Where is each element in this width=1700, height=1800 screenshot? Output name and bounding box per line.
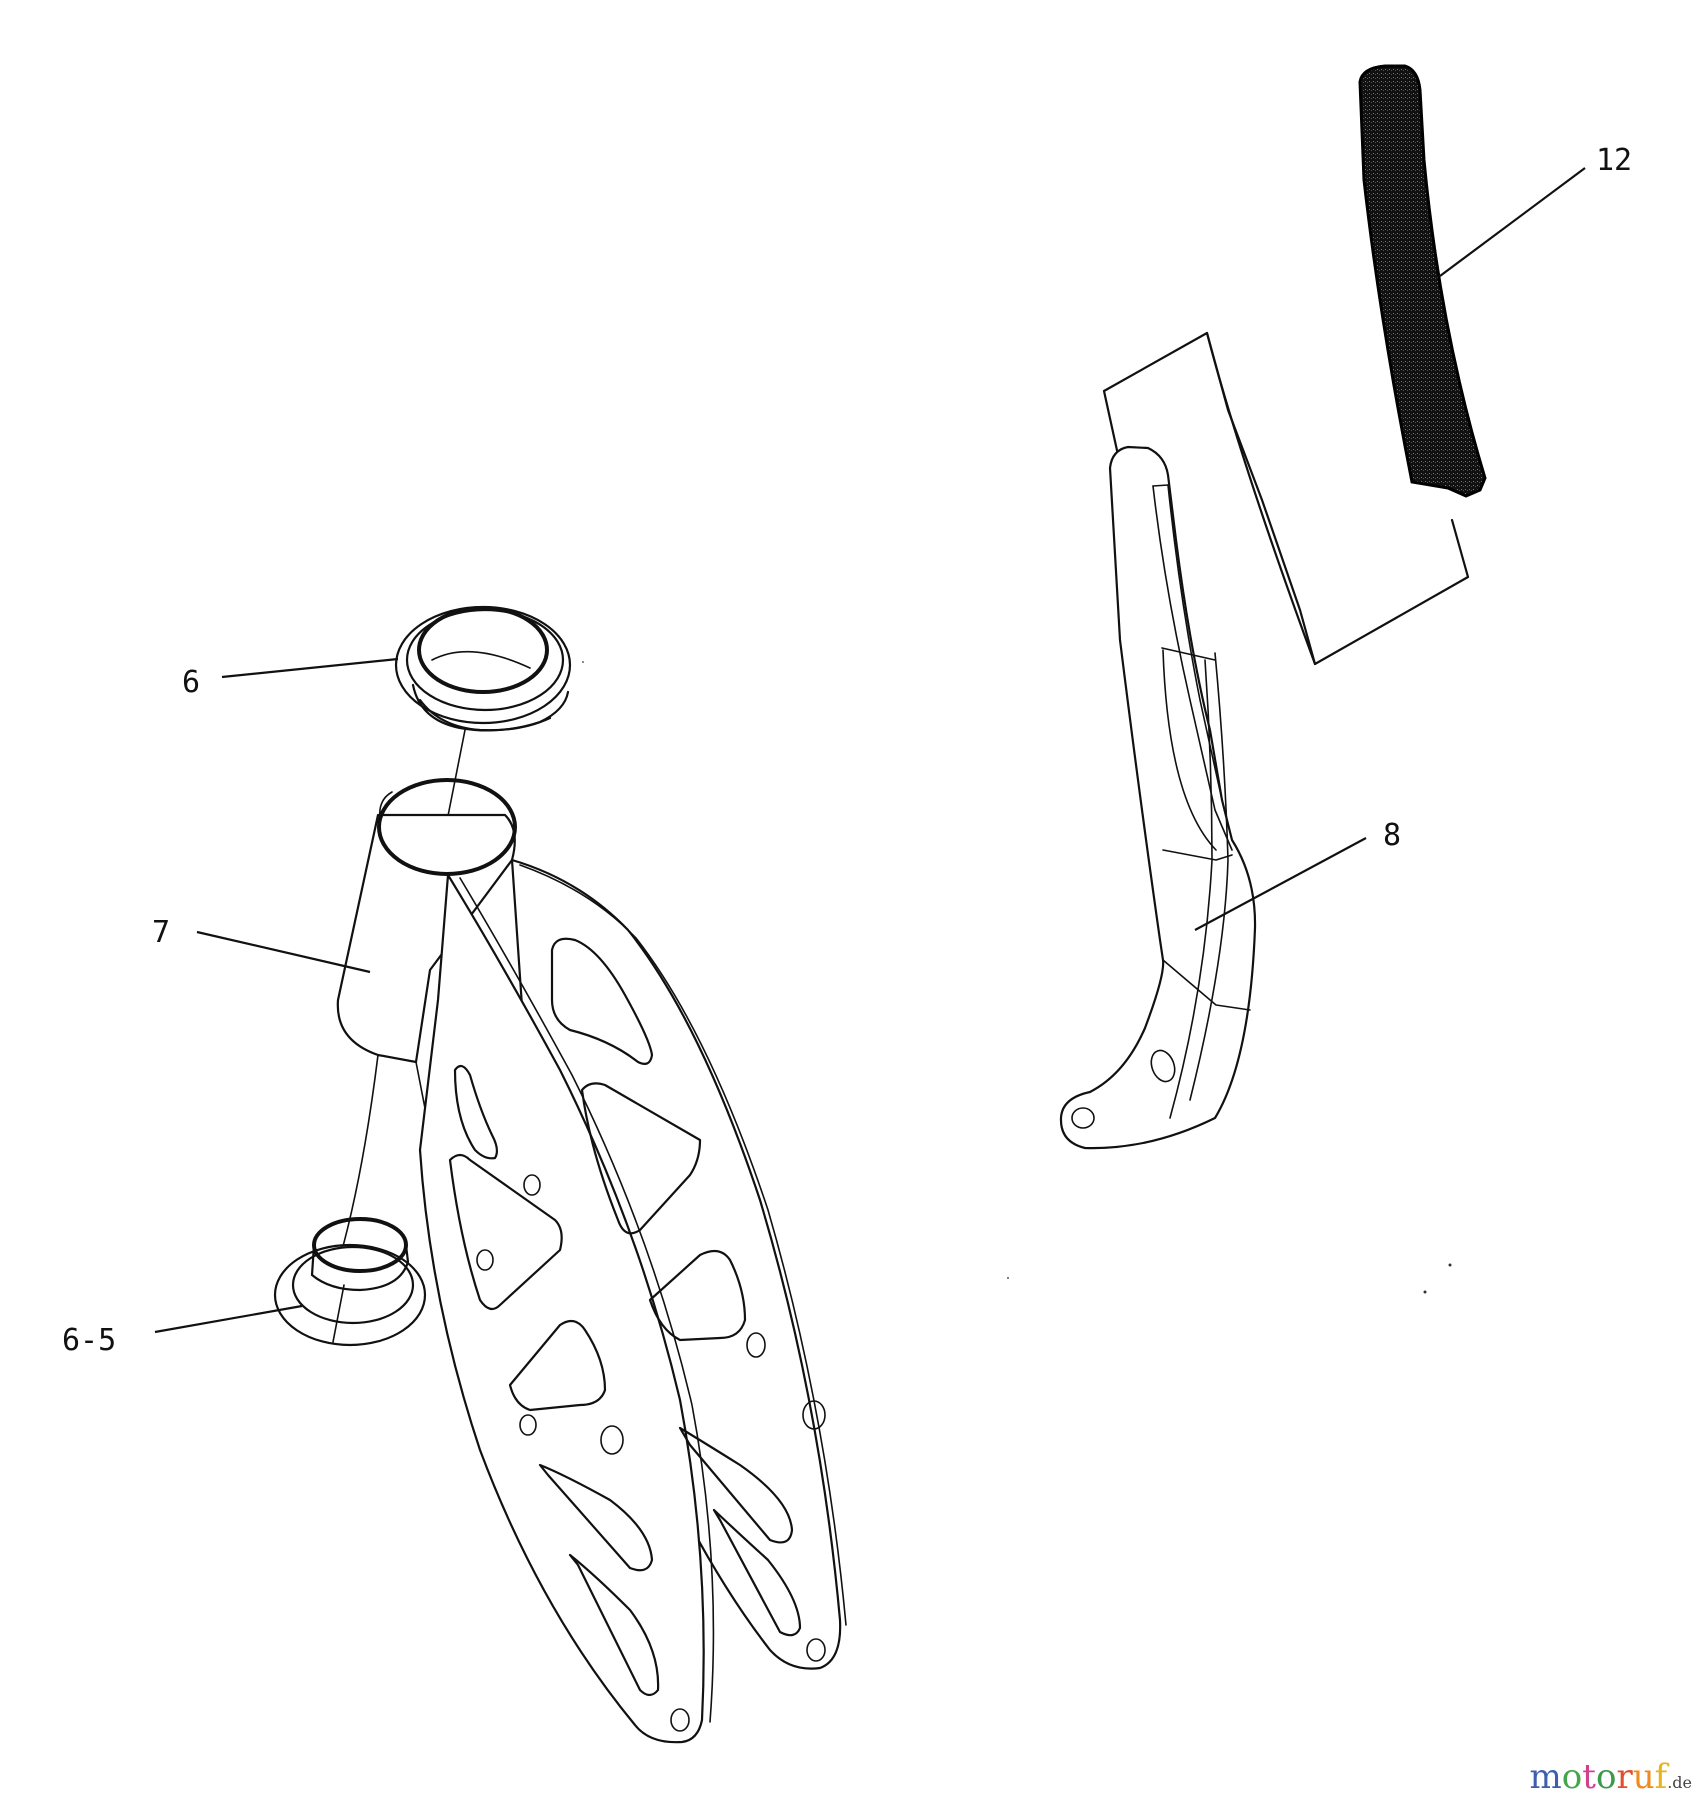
leader-6-5 — [154, 1304, 303, 1334]
callout-7: 7 — [152, 915, 170, 950]
watermark-letter: f — [1654, 1757, 1668, 1797]
part-6-5-lower-bushing — [273, 1217, 427, 1347]
blade-plates — [418, 858, 847, 1744]
callout-8: 8 — [1383, 818, 1401, 853]
axis-line-upper — [445, 729, 466, 827]
part-8-handle — [1059, 445, 1257, 1150]
watermark-letter: u — [1632, 1757, 1655, 1797]
leader-8 — [1194, 837, 1367, 931]
motoruf-watermark-logo: motoruf.de — [1530, 1760, 1692, 1794]
part-12-grip — [1358, 64, 1487, 498]
watermark-letter: t — [1582, 1757, 1596, 1797]
bracket-curve — [1205, 331, 1317, 666]
callout-6-5: 6-5 — [62, 1323, 116, 1358]
watermark-suffix: .de — [1667, 1773, 1692, 1792]
scan-speck — [1448, 1263, 1452, 1267]
watermark-letter: o — [1595, 1757, 1617, 1797]
leader-6 — [221, 657, 399, 679]
part-6-upper-bushing — [394, 605, 572, 732]
callout-12: 12 — [1596, 143, 1632, 178]
handle-hole-upper — [1150, 1049, 1176, 1083]
leader-7 — [196, 930, 371, 974]
watermark-letter: r — [1616, 1757, 1633, 1797]
scan-speck — [1007, 1277, 1009, 1279]
leader-12 — [1439, 167, 1586, 277]
watermark-letter: o — [1561, 1757, 1583, 1797]
scan-speck — [1423, 1290, 1427, 1294]
assembly-bracket-outline — [1102, 331, 1470, 666]
scan-speck — [582, 661, 584, 663]
handle-hole-lower — [1071, 1107, 1095, 1129]
watermark-letter: m — [1529, 1757, 1562, 1797]
callout-6: 6 — [182, 665, 200, 700]
